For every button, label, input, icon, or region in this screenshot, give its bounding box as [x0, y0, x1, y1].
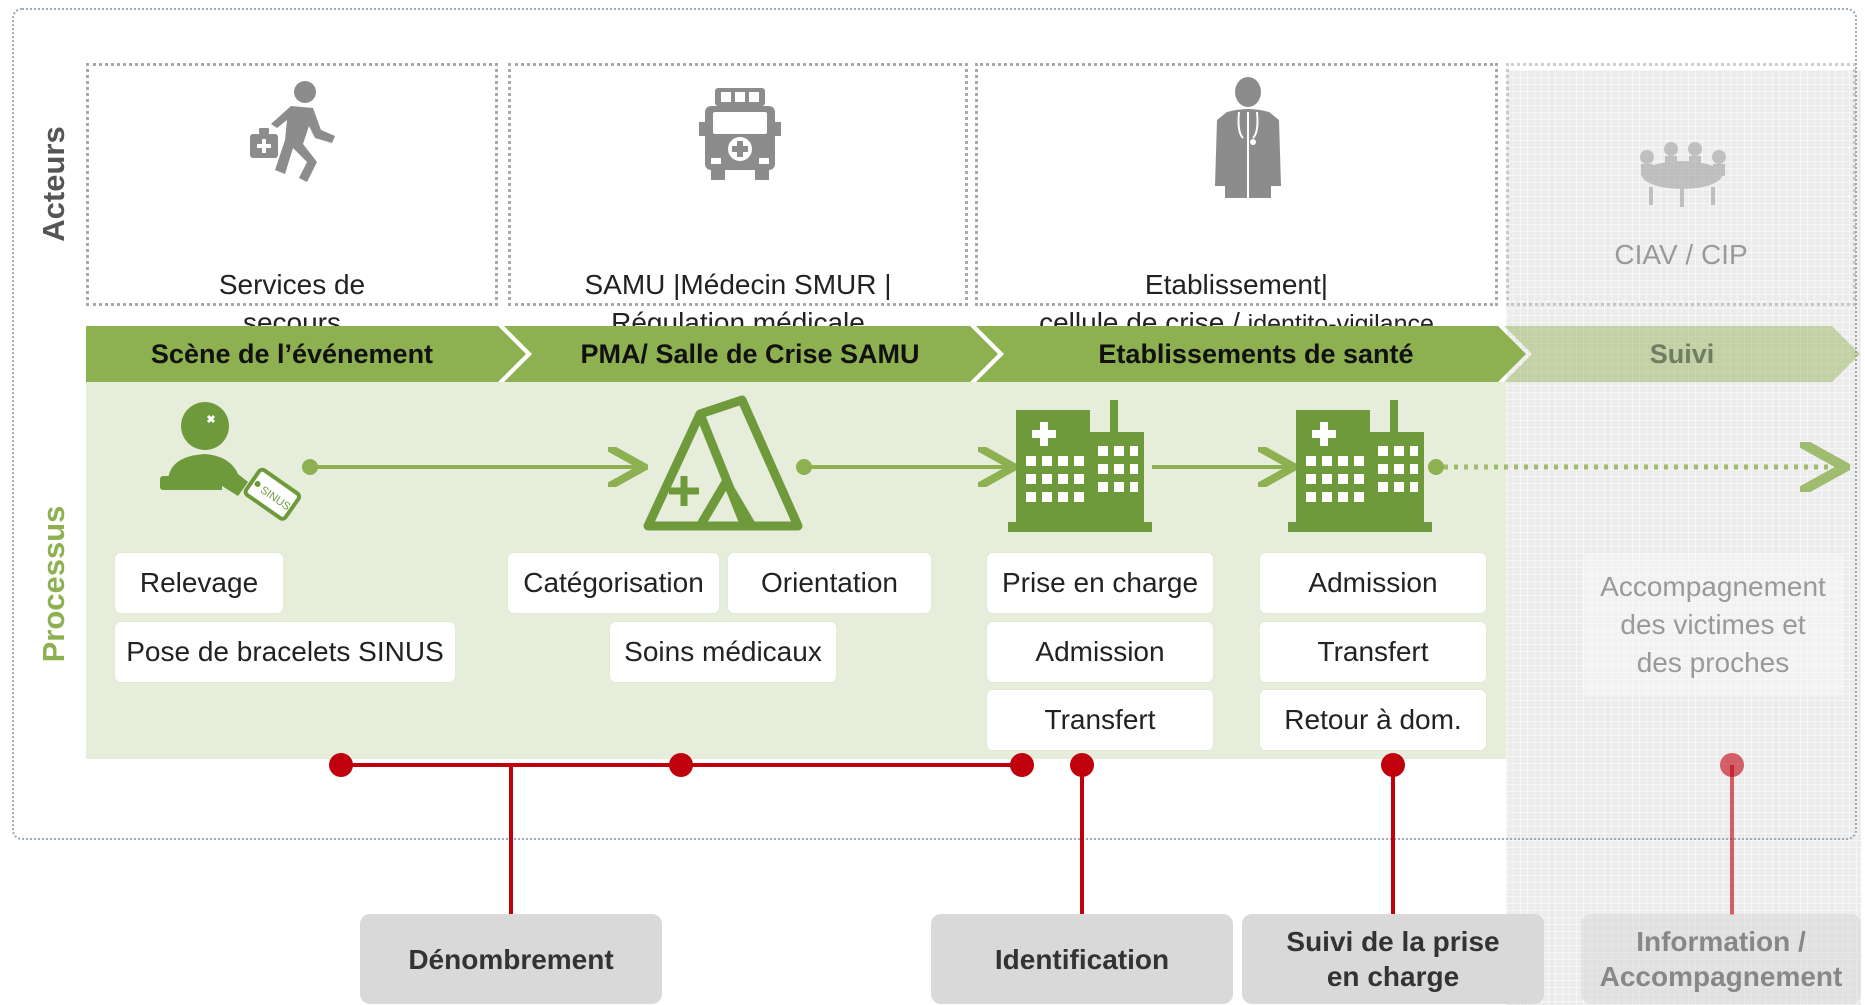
stage-label-pma: PMA/ Salle de Crise SAMU [580, 339, 920, 369]
actor-label-line1: SAMU |Médecin SMUR | [584, 269, 892, 300]
ambulance-icon [699, 88, 781, 180]
step-transfert-2: Transfert [1260, 622, 1486, 682]
step-bracelets: Pose de bracelets SINUS [115, 622, 455, 682]
outer-frame [12, 8, 1857, 840]
step-transfert: Transfert [987, 690, 1213, 750]
process-flow: SINUS [160, 395, 1865, 532]
tent-icon [643, 395, 803, 531]
connector-dot [1381, 753, 1405, 777]
injured-person-with-tag-icon: SINUS [160, 402, 302, 521]
stage-label-etab: Etablissements de santé [1098, 339, 1414, 369]
chevron-scene [86, 326, 526, 382]
stage-label-suivi: Suivi [1649, 339, 1715, 369]
step-admission: Admission [987, 622, 1213, 682]
output-label-line2: Accompagnement [1599, 961, 1843, 992]
step-orientation: Orientation [728, 553, 931, 613]
flow-dot [1428, 459, 1444, 475]
output-connectors [329, 753, 1744, 915]
actor-box-etablissement: Etablissement| cellule de crise / identi… [975, 63, 1498, 338]
step-accompagnement: Accompagnement des victimes et des proch… [1582, 553, 1844, 697]
connector-dot [1010, 753, 1034, 777]
stage-label-scene: Scène de l’événement [150, 339, 434, 369]
output-label: Dénombrement [408, 943, 614, 975]
actor-label-samu: SAMU |Médecin SMUR | Régulation médicale [511, 266, 965, 342]
connector-dot [1720, 753, 1744, 777]
actor-box-ciav: CIAV / CIP [1506, 63, 1856, 306]
suivi-text-line1: Accompagnement [1600, 571, 1826, 602]
chevron-pma [504, 326, 998, 382]
actor-label-line1: Services de [218, 269, 366, 300]
output-label: Identification [994, 943, 1170, 975]
output-information: Information / Accompagnement [1581, 914, 1861, 1004]
actor-label-line1: Etablissement| [1144, 269, 1329, 300]
actor-box-secours: Services de secours [86, 63, 498, 338]
actor-box-samu: SAMU |Médecin SMUR | Régulation médicale [508, 63, 968, 338]
connector-dot [669, 753, 693, 777]
suivi-text-line3: des proches [1636, 647, 1790, 678]
connector-dot [1070, 753, 1094, 777]
flow-dot [796, 459, 812, 475]
step-relevage: Relevage [115, 553, 283, 613]
doctor-icon [1215, 77, 1281, 198]
suivi-zone [1506, 70, 1861, 1005]
output-label-line1: Information / [1636, 926, 1806, 957]
step-prise-en-charge: Prise en charge [987, 553, 1213, 613]
hospital-icon [1008, 400, 1152, 532]
output-label-line1: Suivi de la prise [1286, 926, 1500, 957]
step-admission-2: Admission [1260, 553, 1486, 613]
runner-with-medkit-icon [250, 81, 335, 182]
connector-dot [329, 753, 353, 777]
chevron-etab [976, 326, 1526, 382]
output-denombrement: Dénombrement [360, 914, 662, 1004]
step-retour-dom: Retour à dom. [1260, 690, 1486, 750]
output-label-line2: en charge [1326, 961, 1460, 992]
stage-chevrons [86, 326, 1860, 382]
step-soins: Soins médicaux [610, 622, 836, 682]
output-suivi: Suivi de la prise en charge [1242, 914, 1544, 1004]
suivi-text-line2: des victimes et [1620, 609, 1806, 640]
actor-label-ciav: CIAV / CIP [1614, 239, 1748, 270]
hospital-icon [1288, 400, 1432, 532]
flow-dot [302, 459, 318, 475]
step-categorisation: Catégorisation [508, 553, 719, 613]
chevron-suivi [1504, 326, 1860, 382]
meeting-table-icon [1640, 142, 1726, 207]
output-identification: Identification [931, 914, 1233, 1004]
